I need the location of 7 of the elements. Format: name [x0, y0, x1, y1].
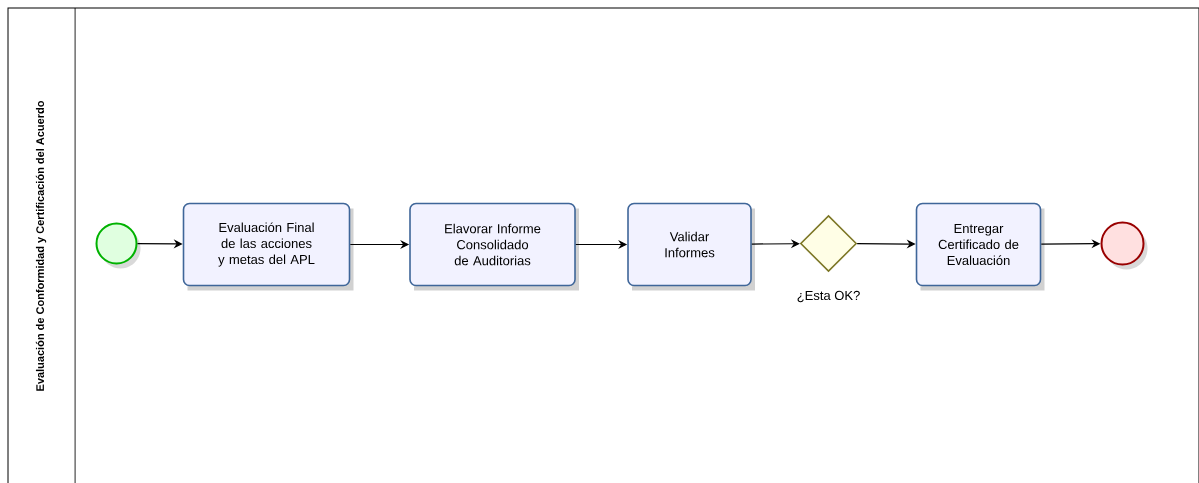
- task-box: Elavorar Informe Consolidado de Auditorias: [409, 202, 579, 291]
- gateway-label: ¿Esta OK?: [797, 290, 860, 303]
- task-box: Entregar Certificado de Evaluación: [915, 202, 1045, 291]
- end-event-circle: [1100, 221, 1148, 270]
- task-box: Validar Informes: [627, 202, 755, 291]
- task-box: Evaluación Final de las acciones y metas del APL: [182, 202, 354, 291]
- start-event-circle: [95, 222, 141, 269]
